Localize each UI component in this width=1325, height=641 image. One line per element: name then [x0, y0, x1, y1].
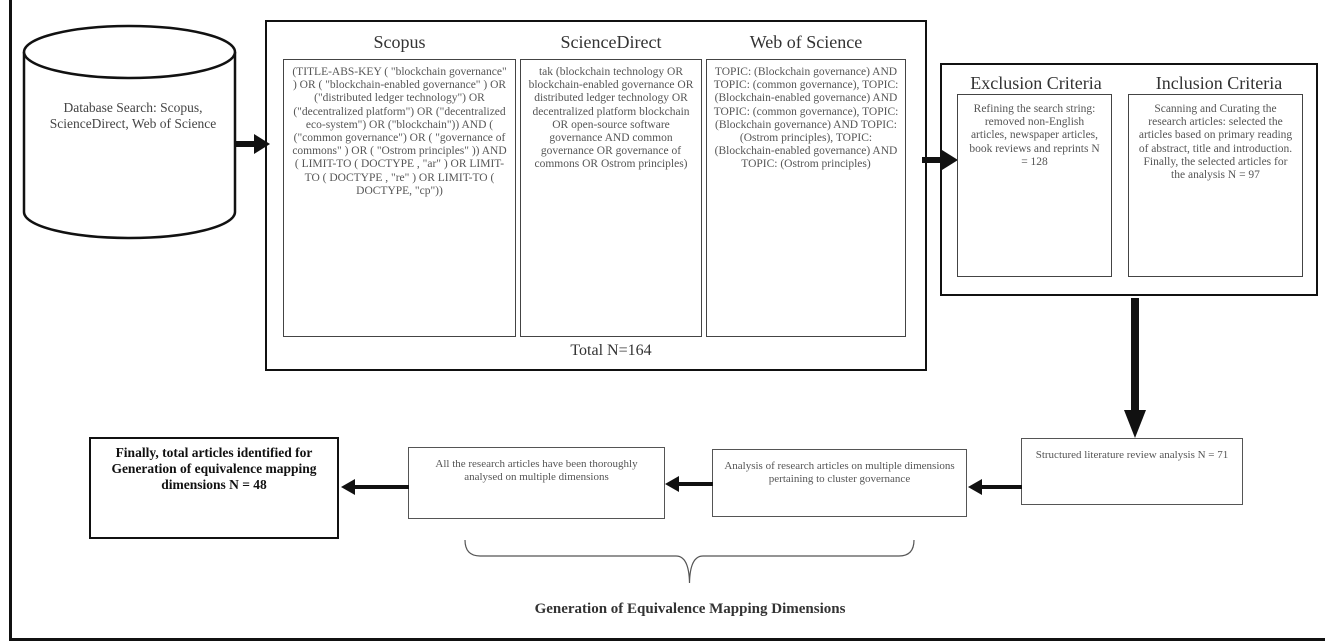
arrow-left-icon [341, 479, 409, 495]
criteria-box [940, 63, 1318, 296]
arrow-left-icon [665, 476, 713, 492]
arrow-right-icon [236, 134, 270, 154]
webofscience-query: TOPIC: (Blockchain governance) AND TOPIC… [706, 59, 906, 337]
database-cylinder-icon [22, 24, 237, 240]
search-box [265, 20, 927, 371]
multiple-dimensions-box: Analysis of research articles on multipl… [712, 449, 967, 517]
arrow-down-icon [1124, 298, 1146, 438]
curly-brace [464, 539, 915, 584]
sciencedirect-query: tak (blockchain technology OR blockchain… [520, 59, 702, 337]
frame-bottom-border [9, 638, 1325, 641]
webofscience-title: Web of Science [749, 32, 863, 52]
exclusion-title: Exclusion Criteria [970, 73, 1102, 93]
inclusion-criteria-text: Scanning and Curating the research artic… [1128, 94, 1303, 277]
scopus-title: Scopus [373, 32, 426, 52]
structured-review-box: Structured literature review analysis N … [1021, 438, 1243, 505]
arrow-right-icon [922, 150, 958, 170]
sciencedirect-title: ScienceDirect [560, 32, 662, 52]
final-articles-box [89, 437, 339, 539]
analysed-articles-box: All the research articles have been thor… [408, 447, 665, 519]
search-total: Total N=164 [570, 342, 652, 359]
frame-left-border [9, 0, 12, 641]
database-label: Database Search: Scopus, ScienceDirect, … [49, 100, 217, 131]
exclusion-criteria-text: Refining the search string: removed non-… [957, 94, 1112, 277]
generation-label: Generation of Equivalence Mapping Dimens… [534, 601, 846, 617]
inclusion-title: Inclusion Criteria [1155, 73, 1283, 93]
final-articles-text: Finally, total articles identified for G… [111, 445, 317, 492]
scopus-query: (TITLE-ABS-KEY ( "blockchain governance"… [283, 59, 516, 337]
arrow-left-icon [968, 479, 1022, 495]
